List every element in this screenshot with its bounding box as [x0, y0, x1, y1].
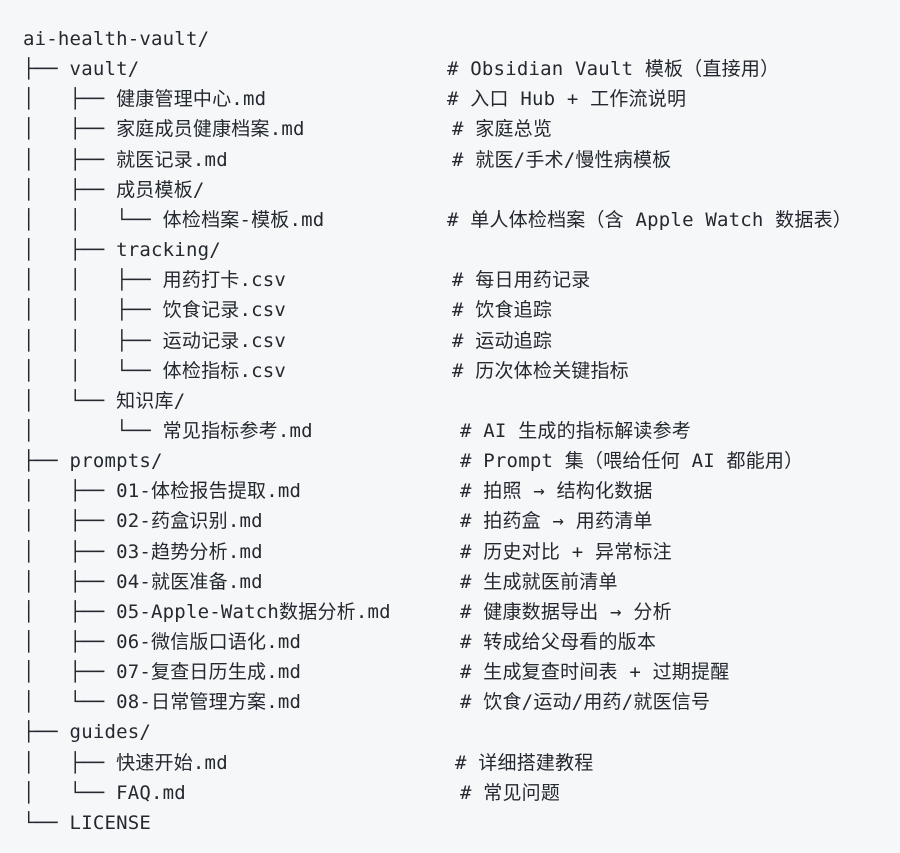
tree-line: │ ├── tracking/ — [23, 239, 221, 262]
tree-comment: # Prompt 集（喂给任何 AI 都能用） — [460, 450, 804, 473]
tree-line: │ ├── 成员模板/ — [23, 178, 205, 201]
tree-line: │ │ ├── 饮食记录.csv — [23, 299, 287, 322]
tree-comment: # 转成给父母看的版本 — [460, 631, 657, 653]
tree-comment: # 单人体检档案（含 Apple Watch 数据表） — [447, 208, 852, 231]
tree-comment: # 拍药盒 → 用药清单 — [460, 510, 653, 533]
tree-comment: # 历史对比 + 异常标注 — [460, 540, 672, 563]
tree-line: ai-health-vault/ — [23, 28, 210, 50]
tree-line: │ ├── 健康管理中心.md — [23, 88, 267, 111]
tree-line: │ └── FAQ.md — [23, 781, 186, 804]
tree-line: │ ├── 02-药盒识别.md — [23, 510, 263, 533]
tree-comment: # 常见问题 — [460, 781, 561, 804]
tree-line: │ ├── 07-复查日历生成.md — [23, 661, 302, 684]
tree-line: ├── vault/ — [23, 58, 140, 81]
tree-line: │ │ └── 体检档案-模板.md — [23, 208, 325, 231]
tree-line: │ ├── 05-Apple-Watch数据分析.md — [23, 600, 391, 623]
tree-line: │ │ ├── 用药打卡.csv — [23, 269, 287, 292]
tree-comment: # 拍照 → 结构化数据 — [460, 480, 653, 503]
tree-line: │ └── 常见指标参考.md — [23, 419, 313, 442]
tree-comment: # 生成就医前清单 — [460, 570, 618, 593]
tree-line: ├── prompts/ — [23, 450, 163, 473]
tree-line: │ ├── 01-体检报告提取.md — [23, 480, 302, 503]
tree-line: │ ├── 06-微信版口语化.md — [23, 631, 302, 653]
tree-comment: # 健康数据导出 → 分析 — [460, 600, 672, 623]
tree-comment: # AI 生成的指标解读参考 — [460, 419, 691, 442]
tree-line: │ ├── 就医记录.md — [23, 148, 228, 171]
tree-comment: # 运动追踪 — [452, 329, 553, 352]
tree-line: │ ├── 快速开始.md — [23, 751, 228, 774]
tree-comment: # 详细搭建教程 — [455, 751, 594, 774]
tree-comment: # 饮食/运动/用药/就医信号 — [460, 691, 711, 714]
tree-line: │ ├── 家庭成员健康档案.md — [23, 118, 305, 141]
tree-comment: # 入口 Hub + 工作流说明 — [447, 88, 687, 111]
tree-line: │ │ └── 体检指标.csv — [23, 359, 287, 382]
tree-line: │ └── 知识库/ — [23, 389, 186, 412]
tree-comment: # 就医/手术/慢性病模板 — [452, 148, 672, 171]
tree-comment: # 生成复查时间表 + 过期提醒 — [460, 661, 730, 684]
tree-comment: # Obsidian Vault 模板（直接用） — [447, 58, 780, 81]
tree-line: └── LICENSE — [23, 811, 152, 834]
tree-comment: # 家庭总览 — [452, 118, 553, 141]
tree-line: │ ├── 04-就医准备.md — [23, 570, 263, 593]
tree-line: │ │ ├── 运动记录.csv — [23, 329, 287, 352]
tree-comment: # 历次体检关键指标 — [452, 359, 629, 382]
tree-line: ├── guides/ — [23, 721, 152, 744]
tree-line: │ └── 08-日常管理方案.md — [23, 691, 302, 714]
tree-comment: # 每日用药记录 — [452, 269, 591, 292]
tree-line: │ ├── 03-趋势分析.md — [23, 540, 263, 563]
tree-comment: # 饮食追踪 — [452, 299, 553, 322]
